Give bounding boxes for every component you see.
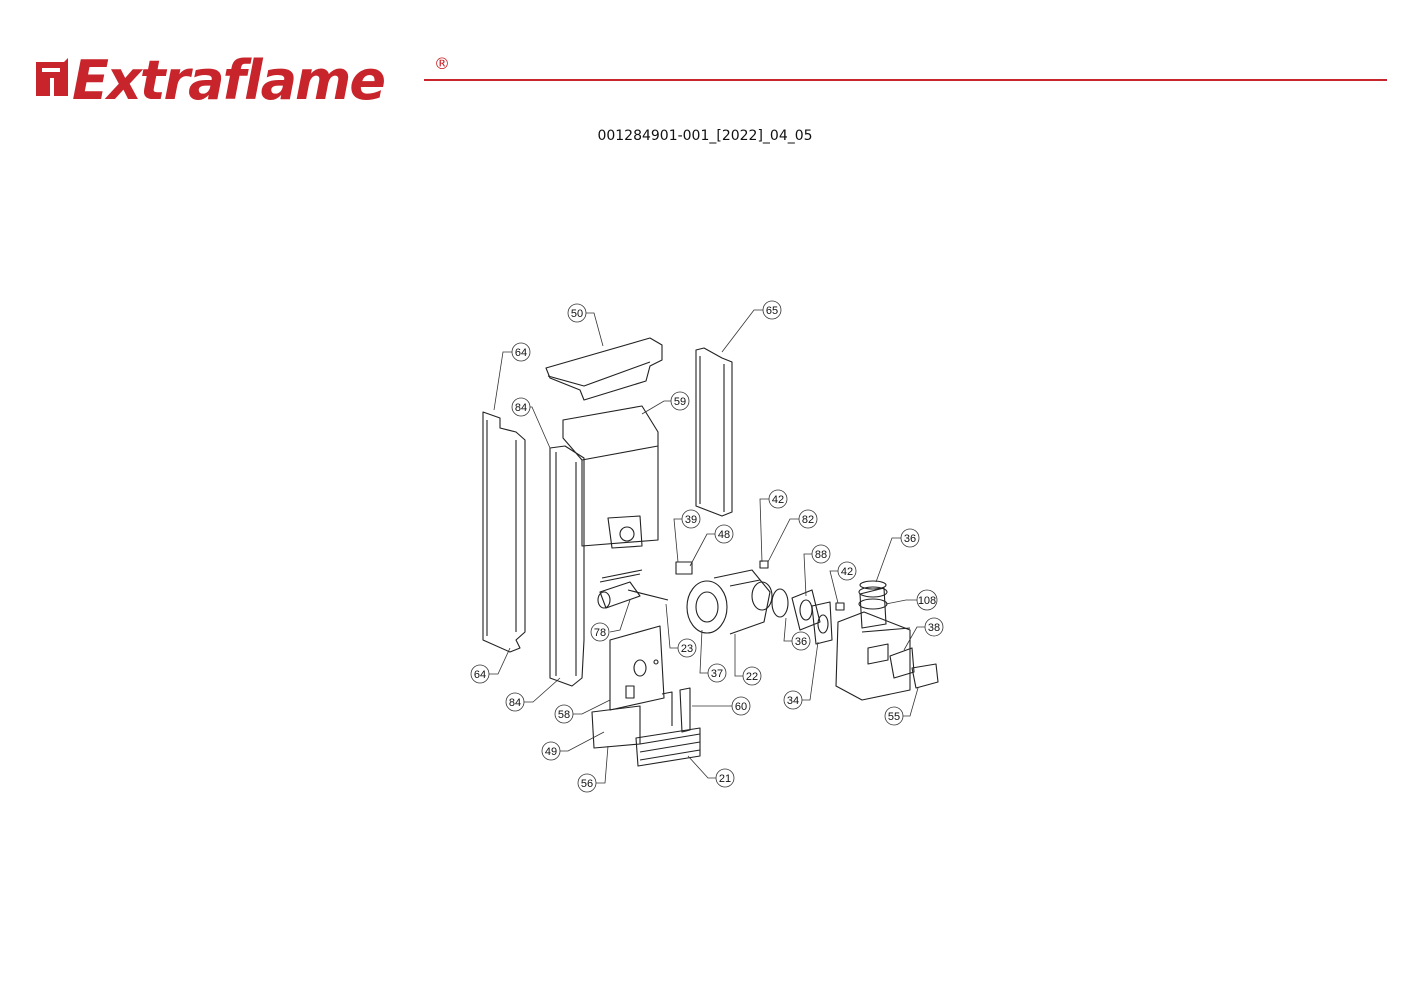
svg-text:55: 55 <box>888 711 900 723</box>
callout-59: 59 <box>670 391 690 411</box>
callout-58: 58 <box>554 704 574 724</box>
callout-36-mid: 36 <box>791 631 811 651</box>
part-callouts: 50 65 64 84 59 42 82 39 48 88 42 36 108 … <box>470 300 944 793</box>
callout-78: 78 <box>590 622 610 642</box>
callout-48: 48 <box>714 524 734 544</box>
side-panel-left <box>482 411 526 653</box>
svg-text:84: 84 <box>509 697 521 709</box>
flange-parts <box>771 588 833 645</box>
svg-text:50: 50 <box>571 308 583 320</box>
extraflame-logo: Extraflame ® <box>34 49 450 112</box>
svg-text:108: 108 <box>918 595 936 607</box>
registered-mark: ® <box>434 54 450 73</box>
callout-38: 38 <box>924 617 944 637</box>
page-header: Extraflame ® <box>0 0 1410 120</box>
callout-36-top: 36 <box>900 528 920 548</box>
callout-64-bottom: 64 <box>470 664 490 684</box>
front-panel <box>591 625 665 749</box>
leader-lines <box>489 309 926 784</box>
blower-tube <box>597 581 669 609</box>
svg-text:34: 34 <box>787 695 799 707</box>
svg-text:37: 37 <box>711 668 723 680</box>
svg-text:42: 42 <box>772 494 784 506</box>
callout-21: 21 <box>715 768 735 788</box>
svg-text:59: 59 <box>674 396 686 408</box>
callout-65: 65 <box>762 300 782 320</box>
svg-text:21: 21 <box>719 773 731 785</box>
logo-mark-icon <box>36 58 68 96</box>
smoke-box <box>835 580 939 701</box>
svg-text:36: 36 <box>904 533 916 545</box>
svg-text:42: 42 <box>841 566 853 578</box>
callout-23: 23 <box>677 638 697 658</box>
callout-22: 22 <box>742 666 762 686</box>
callout-49: 49 <box>541 741 561 761</box>
side-panel-right <box>695 347 733 517</box>
svg-text:58: 58 <box>558 709 570 721</box>
callout-64-top: 64 <box>511 342 531 362</box>
callout-84-top: 84 <box>511 397 531 417</box>
svg-text:64: 64 <box>474 669 486 681</box>
callout-60: 60 <box>731 696 751 716</box>
svg-text:88: 88 <box>815 549 827 561</box>
small-brackets <box>675 560 845 611</box>
fan-blower <box>686 569 773 635</box>
svg-text:39: 39 <box>685 514 697 526</box>
callout-42-mid: 42 <box>837 561 857 581</box>
svg-text:56: 56 <box>581 778 593 790</box>
panel-slots <box>599 569 643 583</box>
callout-108: 108 <box>916 589 938 611</box>
callout-50: 50 <box>567 303 587 323</box>
svg-text:22: 22 <box>746 671 758 683</box>
callout-37: 37 <box>707 663 727 683</box>
callout-82: 82 <box>798 509 818 529</box>
back-panel <box>549 445 585 687</box>
document-code: 001284901-001_[2022]_04_05 <box>597 128 813 144</box>
callout-84-bottom: 84 <box>505 692 525 712</box>
svg-text:36: 36 <box>795 636 807 648</box>
callout-56: 56 <box>577 773 597 793</box>
svg-text:84: 84 <box>515 402 527 414</box>
callout-42-top: 42 <box>768 489 788 509</box>
svg-text:48: 48 <box>718 529 730 541</box>
callout-55: 55 <box>884 706 904 726</box>
logo-wordmark: Extraflame <box>72 49 386 112</box>
svg-text:78: 78 <box>594 627 606 639</box>
svg-text:60: 60 <box>735 701 747 713</box>
rear-hood <box>562 405 659 549</box>
top-cover <box>545 337 663 401</box>
header-rule <box>424 79 1387 81</box>
svg-text:38: 38 <box>928 622 940 634</box>
callout-34: 34 <box>783 690 803 710</box>
svg-text:64: 64 <box>515 347 527 359</box>
svg-text:49: 49 <box>545 746 557 758</box>
callout-39: 39 <box>681 509 701 529</box>
svg-text:82: 82 <box>802 514 814 526</box>
callout-88: 88 <box>811 544 831 564</box>
svg-text:23: 23 <box>681 643 693 655</box>
svg-text:65: 65 <box>766 305 778 317</box>
tangential-fan <box>635 687 701 767</box>
